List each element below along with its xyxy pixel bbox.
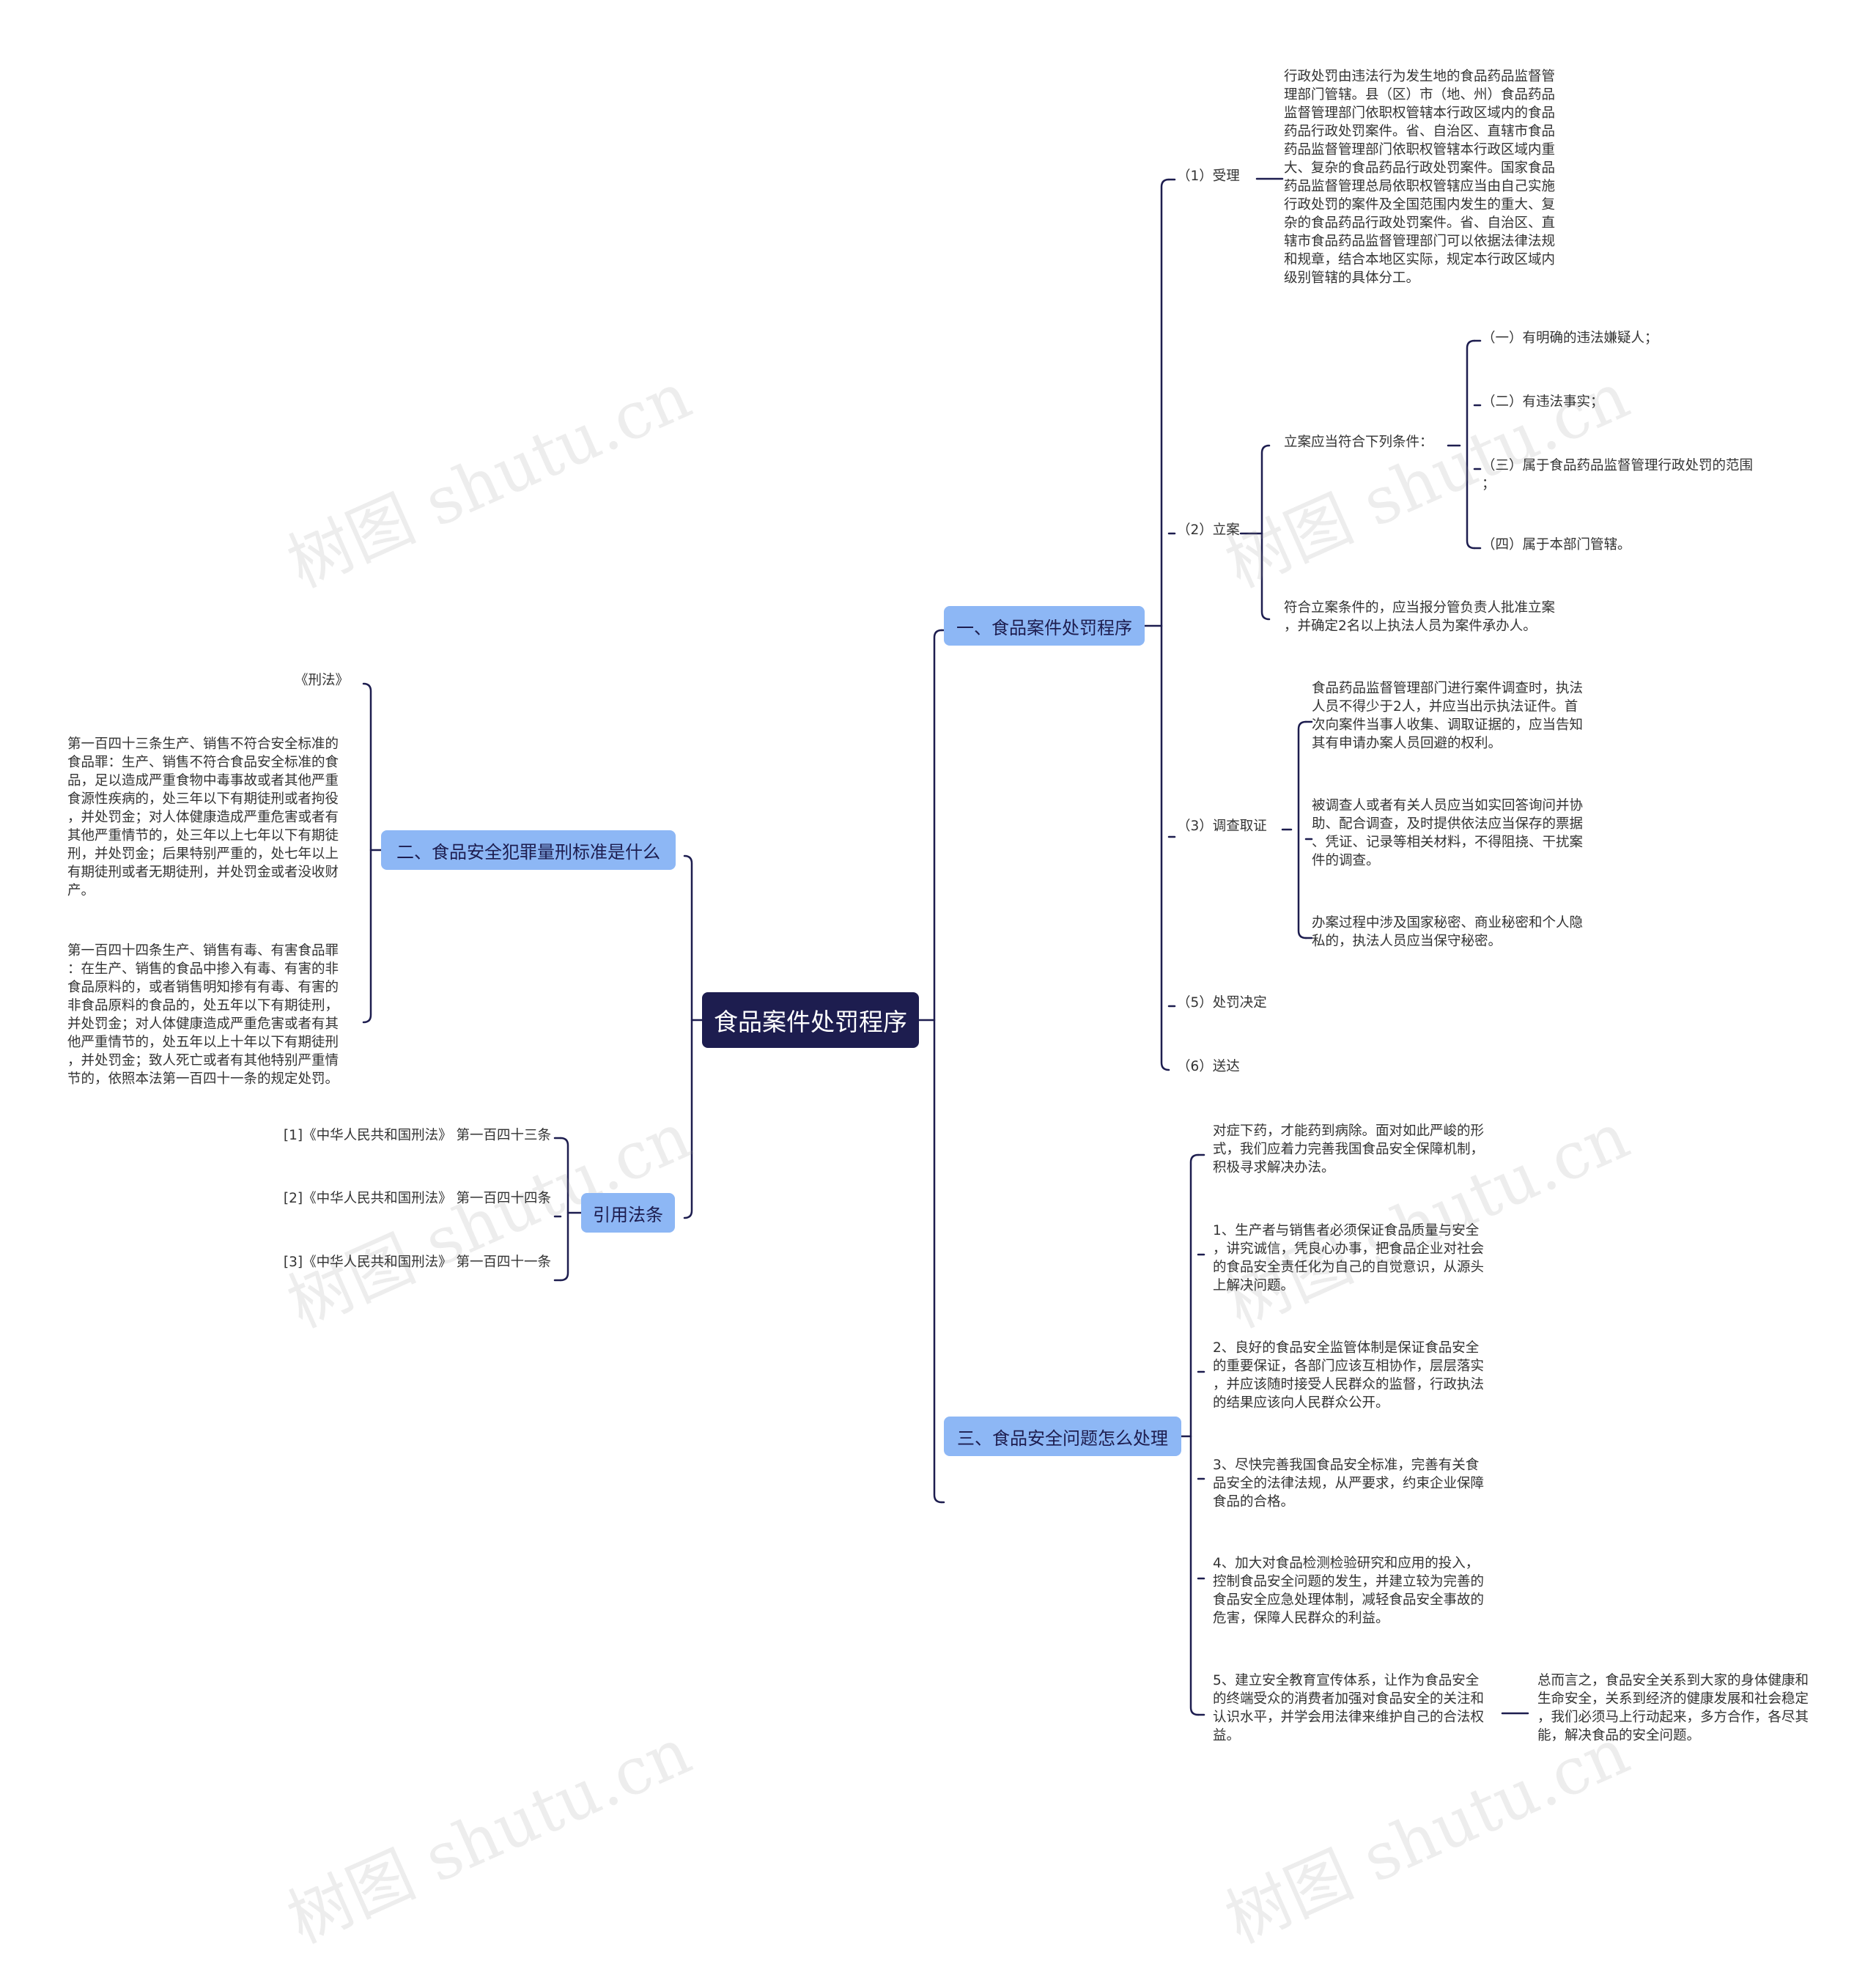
branch-cited-laws[interactable]: 引用法条 [581,1193,675,1233]
step-delivery-label[interactable]: （6）送达 [1177,1059,1240,1074]
cited-law-2[interactable]: [2]《中华人民共和国刑法》 第一百四十四条 [283,1191,551,1206]
handling-item-3: 3、尽快完善我国食品安全标准，完善有关食 品安全的法律法规，从严要求，约束企业保… [1213,1458,1485,1510]
step-decision-label[interactable]: （5）处罚决定 [1177,995,1267,1011]
branch-sentencing[interactable]: 二、食品安全犯罪量刑标准是什么 [381,830,676,870]
root-node[interactable]: 食品案件处罚程序 [702,992,919,1048]
investigation-item-1: 食品药品监督管理部门进行案件调查时，执法 人员不得少于2人，并应当出示执法证件。… [1312,681,1584,751]
step-investigation-label[interactable]: （3）调查取证 [1177,819,1267,834]
connector-lines [362,177,1529,1716]
filing-approve-text: 符合立案条件的，应当报分管负责人批准立案 ，并确定2名以上执法人员为案件承办人。 [1284,600,1556,634]
handling-item-1: 1、生产者与销售者必须保证食品质量与安全 ，讲究诚信，凭良心办事，把食品企业对社… [1213,1223,1485,1293]
filing-conditions-label[interactable]: 立案应当符合下列条件： [1284,435,1433,450]
article-144-text: 第一百四十四条生产、销售有毒、有害食品罪 ：在生产、销售的食品中掺入有毒、有害的… [67,943,339,1087]
handling-item-2: 2、良好的食品安全监管体制是保证食品安全 的重要保证，各部门应该互相协作，层层落… [1213,1340,1485,1411]
investigation-item-3: 办案过程中涉及国家秘密、商业秘密和个人隐 私的，执法人员应当保守秘密。 [1312,915,1584,949]
filing-condition-2: （二）有违法事实； [1482,394,1604,410]
branch-procedure[interactable]: 一、食品案件处罚程序 [944,606,1145,646]
filing-condition-1: （一）有明确的违法嫌疑人； [1482,330,1658,346]
branch-handling[interactable]: 三、食品安全问题怎么处理 [944,1417,1181,1456]
cited-law-3[interactable]: [3]《中华人民共和国刑法》 第一百四十一条 [283,1255,551,1270]
investigation-item-2: 被调查人或者有关人员应当如实回答询问并协 助、配合调查，及时提供依法应当保存的票… [1312,798,1584,868]
step-filing-label[interactable]: （2）立案 [1177,522,1240,538]
article-143-text: 第一百四十三条生产、销售不符合安全标准的 食品罪：生产、销售不符合食品安全标准的… [67,736,339,898]
cited-law-1[interactable]: [1]《中华人民共和国刑法》 第一百四十三条 [283,1128,551,1143]
step-accept-text: 行政处罚由违法行为发生地的食品药品监督管 理部门管辖。县（区）市（地、州）食品药… [1284,69,1556,286]
filing-condition-3: （三）属于食品药品监督管理行政处罚的范围 ； [1482,458,1754,492]
handling-item-4: 4、加大对食品检测检验研究和应用的投入， 控制食品安全问题的发生，并建立较为完善… [1213,1556,1485,1626]
filing-condition-4: （四）属于本部门管辖。 [1482,537,1631,553]
handling-item-5: 5、建立安全教育宣传体系，让作为食品安全 的终端受众的消费者加强对食品安全的关注… [1213,1673,1485,1743]
handling-summary: 总而言之，食品安全关系到大家的身体健康和 生命安全，关系到经济的健康发展和社会稳… [1537,1673,1809,1743]
step-accept-label[interactable]: （1）受理 [1177,169,1240,184]
criminal-law-title: 《刑法》 [294,673,349,688]
handling-intro: 对症下药，才能药到病除。面对如此严峻的形 式，我们应着力完善我国食品安全保障机制… [1213,1123,1485,1175]
